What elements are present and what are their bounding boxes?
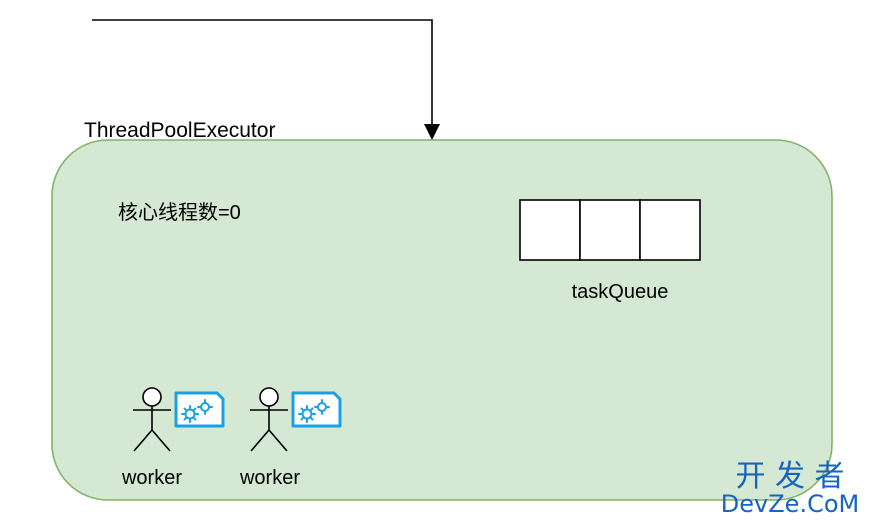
person-icon xyxy=(133,387,171,452)
watermark-brand-cn: 开 发 者 xyxy=(735,459,844,494)
task-queue xyxy=(519,199,701,261)
queue-slot xyxy=(519,199,581,261)
core-threads-label: 核心线程数=0 xyxy=(118,201,241,224)
worker-2: worker xyxy=(239,387,342,489)
queue-slot xyxy=(579,199,641,261)
gear-task-icon xyxy=(174,391,225,428)
gear-task-icon xyxy=(291,391,342,428)
thread-pool-container xyxy=(51,139,833,501)
worker-label: worker xyxy=(121,467,182,489)
devze-watermark: 开 发 者 DevZe.CoM xyxy=(721,459,859,518)
container-label: ThreadPoolExecutor xyxy=(84,119,275,142)
worker-label: worker xyxy=(239,467,300,489)
incoming-task-arrow xyxy=(92,19,440,140)
person-icon xyxy=(250,387,288,452)
queue-slot xyxy=(639,199,701,261)
task-queue-label: taskQueue xyxy=(572,281,669,303)
worker-1: worker xyxy=(121,387,225,489)
watermark-brand-en: DevZe.CoM xyxy=(721,490,859,518)
